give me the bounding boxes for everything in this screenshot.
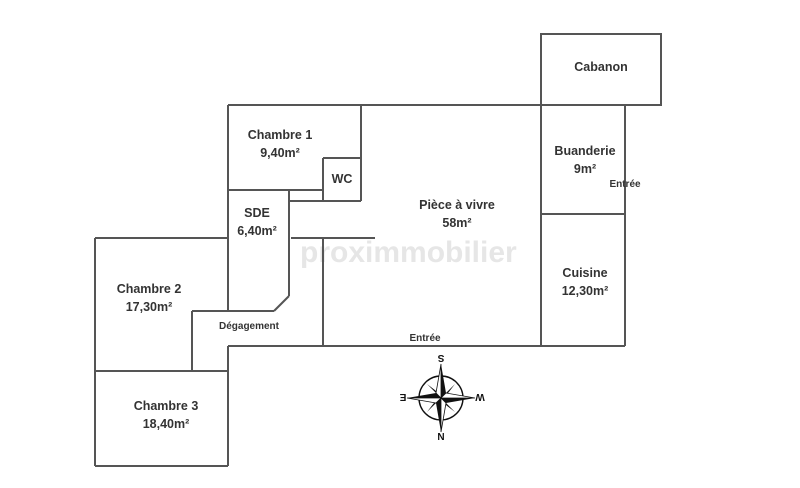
room-name-wc: WC <box>332 172 353 186</box>
compass-rose <box>406 363 476 433</box>
room-area-chambre1: 9,40m² <box>260 146 300 160</box>
walls-chambre3 <box>94 346 229 467</box>
room-area-cuisine: 12,30m² <box>562 284 609 298</box>
room-name-piece-a-vivre: Pièce à vivre <box>419 198 495 212</box>
room-name-cuisine: Cuisine <box>562 266 607 280</box>
room-name-chambre1: Chambre 1 <box>248 128 313 142</box>
walls-chambre2 <box>94 237 229 372</box>
room-name-chambre2: Chambre 2 <box>117 282 182 296</box>
compass-letter-top: S <box>437 352 444 363</box>
room-area-chambre2: 17,30m² <box>126 300 173 314</box>
room-name-degagement: Dégagement <box>219 321 280 332</box>
compass-letter-right: W <box>475 391 485 402</box>
room-name-buanderie: Buanderie <box>554 144 615 158</box>
walls-buanderie-cuisine <box>540 105 625 346</box>
room-area-buanderie: 9m² <box>574 162 596 176</box>
room-area-chambre3: 18,40m² <box>143 417 190 431</box>
room-area-sde: 6,40m² <box>237 224 277 238</box>
room-name-chambre3: Chambre 3 <box>134 399 199 413</box>
compass-letter-left: E <box>399 391 406 402</box>
room-name-sde: SDE <box>244 206 270 220</box>
label-entree-buanderie: Entrée <box>609 179 641 190</box>
room-area-piece-a-vivre: 58m² <box>442 216 471 230</box>
walls-chambre1-wc-sde <box>228 105 375 346</box>
watermark: proximmobilier <box>300 236 517 269</box>
compass-letter-bottom: N <box>437 432 444 443</box>
room-name-cabanon: Cabanon <box>574 60 627 74</box>
walls-outer <box>227 104 626 347</box>
label-entree-main: Entrée <box>409 333 441 344</box>
